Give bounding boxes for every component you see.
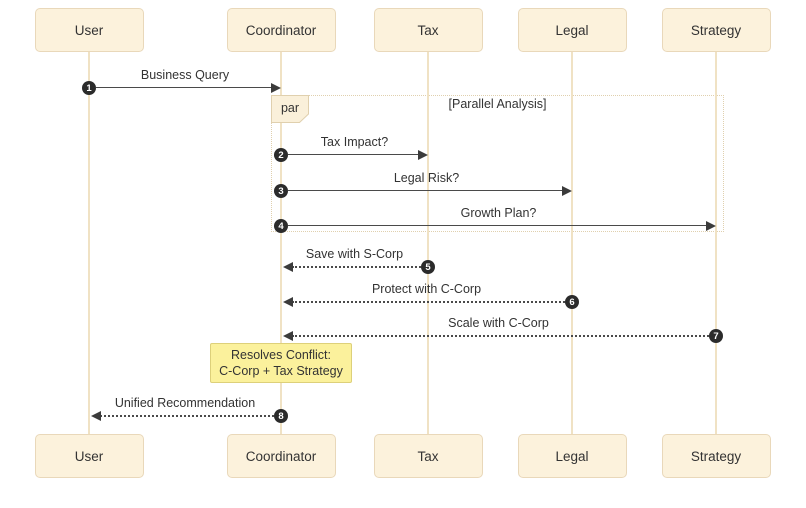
note-line-1: Resolves Conflict: xyxy=(230,347,332,362)
lifeline-tax xyxy=(427,52,429,434)
message-1-label: Business Query xyxy=(140,68,230,82)
message-4-label: Growth Plan? xyxy=(460,206,537,220)
message-4-arrowhead xyxy=(706,221,716,231)
message-8-line xyxy=(100,415,274,417)
message-7-number-badge: 7 xyxy=(709,329,723,343)
message-6-number-badge: 6 xyxy=(565,295,579,309)
actor-coordinator-bottom: Coordinator xyxy=(226,434,336,478)
message-4-line xyxy=(288,225,706,226)
message-5-label: Save with S-Corp xyxy=(305,247,404,261)
note-line-2: C-Corp + Tax Strategy xyxy=(219,364,343,378)
message-6-arrowhead xyxy=(283,297,293,307)
message-5-number-badge: 5 xyxy=(421,260,435,274)
message-3-arrowhead xyxy=(562,186,572,196)
message-2-number-badge: 2 xyxy=(274,148,288,162)
message-1-line xyxy=(96,87,271,88)
lifeline-strategy xyxy=(715,52,717,434)
message-2-line xyxy=(288,154,418,155)
message-5-line xyxy=(292,266,421,268)
actor-legal-top: Legal xyxy=(517,8,627,52)
actor-strategy-bottom: Strategy xyxy=(661,434,771,478)
message-8-label: Unified Recommendation xyxy=(114,396,256,410)
message-4-number-badge: 4 xyxy=(274,219,288,233)
lifeline-legal xyxy=(571,52,573,434)
message-3-line xyxy=(288,190,562,191)
actor-tax-top: Tax xyxy=(373,8,483,52)
message-6-label: Protect with C-Corp xyxy=(371,282,482,296)
par-fragment xyxy=(271,95,724,232)
fragment-tab-label: par xyxy=(280,101,300,115)
message-2-arrowhead xyxy=(418,150,428,160)
fragment-par-tab: par xyxy=(271,95,309,123)
message-7-line xyxy=(292,335,709,337)
message-2-label: Tax Impact? xyxy=(320,135,389,149)
message-7-label: Scale with C-Corp xyxy=(448,316,549,330)
actor-coordinator-top: Coordinator xyxy=(226,8,336,52)
actor-strategy-top: Strategy xyxy=(661,8,771,52)
lifeline-user xyxy=(88,52,90,434)
message-1-arrowhead xyxy=(271,83,281,93)
message-5-arrowhead xyxy=(283,262,293,272)
fragment-tab-shape xyxy=(271,95,309,123)
message-8-number-badge: 8 xyxy=(274,409,288,423)
message-3-label: Legal Risk? xyxy=(393,171,460,185)
actor-user-bottom: User xyxy=(34,434,144,478)
actor-legal-bottom: Legal xyxy=(517,434,627,478)
actor-tax-bottom: Tax xyxy=(373,434,483,478)
conflict-note: Resolves Conflict: C-Corp + Tax Strategy xyxy=(210,343,352,383)
message-3-number-badge: 3 xyxy=(274,184,288,198)
actor-user-top: User xyxy=(34,8,144,52)
message-1-number-badge: 1 xyxy=(82,81,96,95)
fragment-condition-label: [Parallel Analysis] xyxy=(448,97,547,111)
message-7-arrowhead xyxy=(283,331,293,341)
lifeline-coordinator xyxy=(280,52,282,434)
message-8-arrowhead xyxy=(91,411,101,421)
message-6-line xyxy=(292,301,565,303)
